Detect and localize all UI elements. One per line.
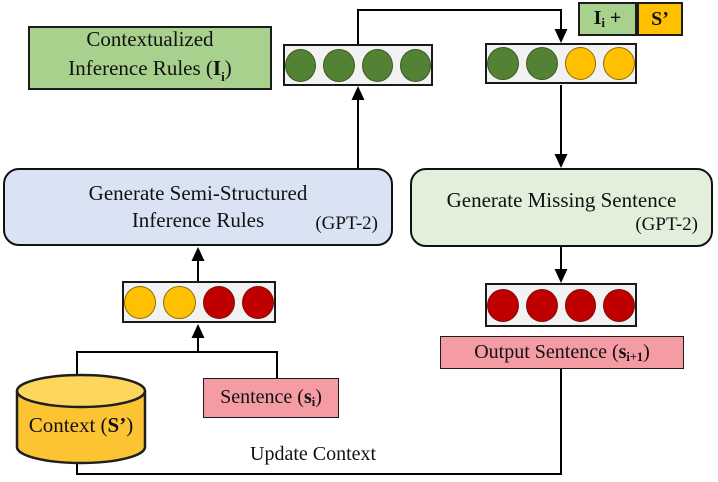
inference-token-row	[283, 44, 433, 86]
sentence-label: Sentence (si)	[203, 378, 339, 418]
wire-update-context-return	[76, 369, 562, 475]
context-label: Context (S’)	[28, 413, 134, 437]
update-context-label: Update Context	[250, 443, 377, 465]
legend-ii-plus-s: Ii + S’	[578, 2, 683, 36]
green-token-circle	[361, 48, 393, 82]
input-token-row	[122, 281, 276, 323]
green-token-circle	[525, 47, 558, 80]
arrowhead-up-rulebox	[191, 247, 205, 261]
green-token-circle	[487, 47, 519, 80]
sentence-generator-gpt2-tag: (GPT-2)	[635, 214, 698, 235]
generate-inference-rules-box: Generate Semi-Structured Inference Rules…	[3, 168, 393, 246]
wire-inference-to-combined-tokens	[357, 9, 562, 46]
rule-generator-line2: Inference Rules	[131, 208, 265, 232]
output-token-row	[485, 283, 637, 327]
yellow-token-circle	[124, 285, 157, 319]
wire-context-sentence-junction	[76, 351, 278, 380]
cylinder-shape	[15, 373, 147, 465]
arrowhead-up-input-tokens	[191, 324, 205, 338]
arrowhead-down-output-tokens	[554, 269, 568, 283]
contextualized-line2: Inference Rules (Ii)	[68, 56, 232, 84]
rule-generator-line1: Generate Semi-Structured	[88, 181, 308, 205]
yellow-token-circle	[603, 47, 635, 80]
combined-token-row	[485, 43, 637, 84]
contextualized-line1: Contextualized	[86, 27, 214, 52]
legend-inference-cell: Ii +	[578, 2, 637, 36]
red-token-circle	[241, 285, 274, 319]
legend-context-cell: S’	[637, 2, 683, 36]
green-token-circle	[399, 48, 431, 82]
arrowhead-up-inference-tokens	[351, 86, 365, 100]
arrowhead-down-combined-tokens	[554, 29, 568, 43]
green-token-circle	[323, 48, 355, 82]
green-token-circle	[285, 48, 317, 82]
red-token-circle	[525, 288, 558, 322]
sentence-generator-line1: Generate Missing Sentence	[446, 188, 677, 212]
contextualized-inference-rules-label: Contextualized Inference Rules (Ii)	[28, 26, 272, 90]
rule-generator-gpt2-tag: (GPT-2)	[315, 213, 378, 234]
arrowhead-down-sentencebox	[554, 154, 568, 168]
output-sentence-label: Output Sentence (si+1)	[440, 336, 684, 369]
generate-missing-sentence-box: Generate Missing Sentence (GPT-2)	[410, 168, 713, 247]
yellow-token-circle	[564, 47, 597, 80]
context-database-cylinder: Context (S’)	[15, 373, 147, 469]
yellow-token-circle	[163, 285, 196, 319]
red-token-circle	[487, 288, 519, 322]
red-token-circle	[564, 288, 597, 322]
red-token-circle	[202, 285, 235, 319]
red-token-circle	[603, 288, 635, 322]
